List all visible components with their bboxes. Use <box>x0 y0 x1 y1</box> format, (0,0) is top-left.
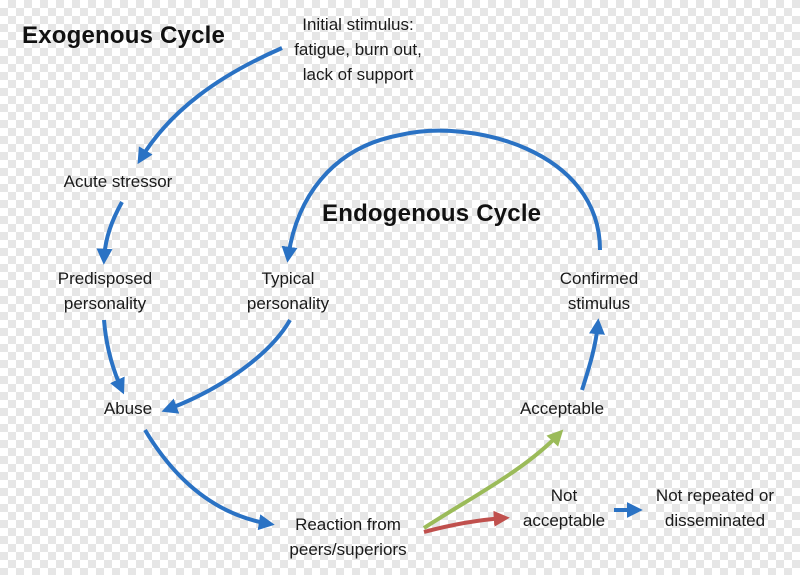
exogenous-cycle-title: Exogenous Cycle <box>22 22 226 49</box>
node-not-acceptable: Not acceptable <box>522 486 606 530</box>
arrow-abuse-to-reaction <box>143 428 275 531</box>
node-typical-personality: Typical personality <box>246 269 330 313</box>
arrow-confirmed-to-typical <box>281 128 602 263</box>
node-initial-stimulus: Initial stimulus: fatigue, burn out, lac… <box>294 15 422 84</box>
arrow-acceptable-to-confirmed <box>580 318 605 391</box>
node-not-repeated: Not repeated or disseminated <box>655 486 775 530</box>
node-abuse: Abuse <box>103 399 153 418</box>
arrow-typical-to-abuse <box>161 319 292 414</box>
arrow-predisposed-to-abuse <box>102 319 125 395</box>
arrow-reaction-to-acceptable <box>422 429 564 530</box>
node-confirmed-stimulus: Confirmed stimulus <box>559 269 639 313</box>
arrow-reaction-to-not-acceptable <box>423 510 510 534</box>
node-acute-stressor: Acute stressor <box>63 172 173 191</box>
node-reaction-from-peers: Reaction from peers/superiors <box>289 515 407 559</box>
node-acceptable: Acceptable <box>519 399 605 418</box>
arrow-acute-to-predisposed <box>96 201 124 265</box>
arrow-stimulus-to-acute-stressor <box>137 46 283 165</box>
endogenous-cycle-title: Endogenous Cycle <box>322 200 542 227</box>
node-predisposed-personality: Predisposed personality <box>57 269 153 313</box>
